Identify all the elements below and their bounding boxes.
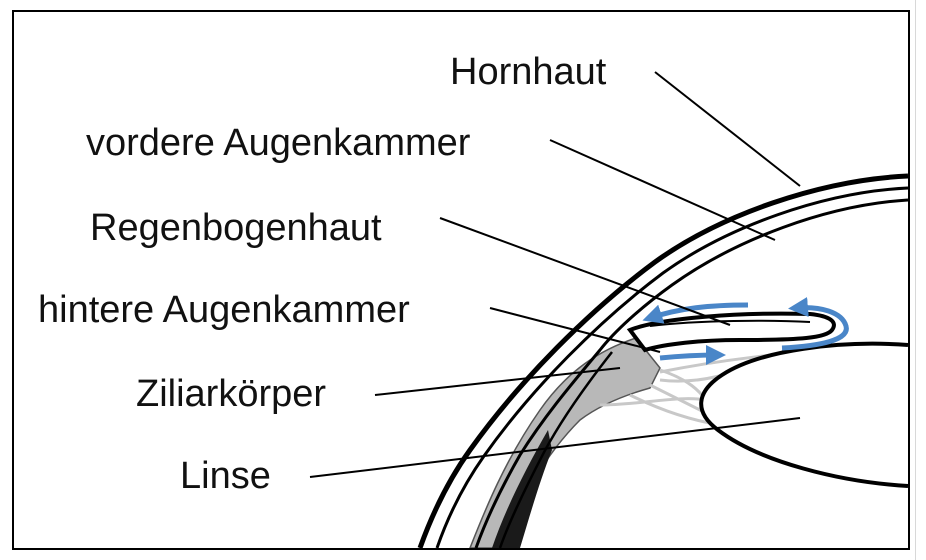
leader-vordere-augenkammer — [550, 140, 775, 240]
label-hintere-augenkammer: hintere Augenkammer — [38, 289, 410, 331]
ciliary-body-shape — [470, 338, 660, 548]
page-edge-divider — [915, 0, 916, 560]
label-vordere-augenkammer: vordere Augenkammer — [86, 122, 471, 164]
label-regenbogenhaut: Regenbogenhaut — [90, 207, 382, 249]
label-hornhaut: Hornhaut — [450, 51, 607, 93]
flow-arrow-lower — [660, 355, 718, 358]
leader-hornhaut — [655, 72, 800, 186]
label-ziliarkoerper: Ziliarkörper — [136, 373, 326, 415]
label-linse: Linse — [180, 455, 271, 497]
lens-shape — [701, 344, 908, 486]
leader-regenbogenhaut — [440, 218, 730, 325]
